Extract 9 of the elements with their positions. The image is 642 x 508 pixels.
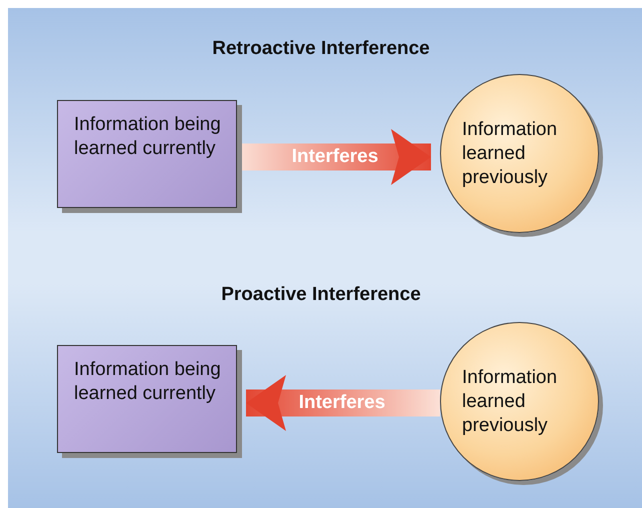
edge-label: Interferes [292,146,378,168]
section-title: Proactive Interference [220,284,422,306]
edge-label: Interferes [298,392,386,414]
block-arrow [246,375,440,431]
node-text: Information being learned currently [74,114,221,159]
node-text: Information being learned currently [74,359,221,404]
section-title: Retroactive Interference [211,38,431,60]
node-text: Information learned previously [462,118,558,190]
node-text: Information learned previously [462,366,558,438]
